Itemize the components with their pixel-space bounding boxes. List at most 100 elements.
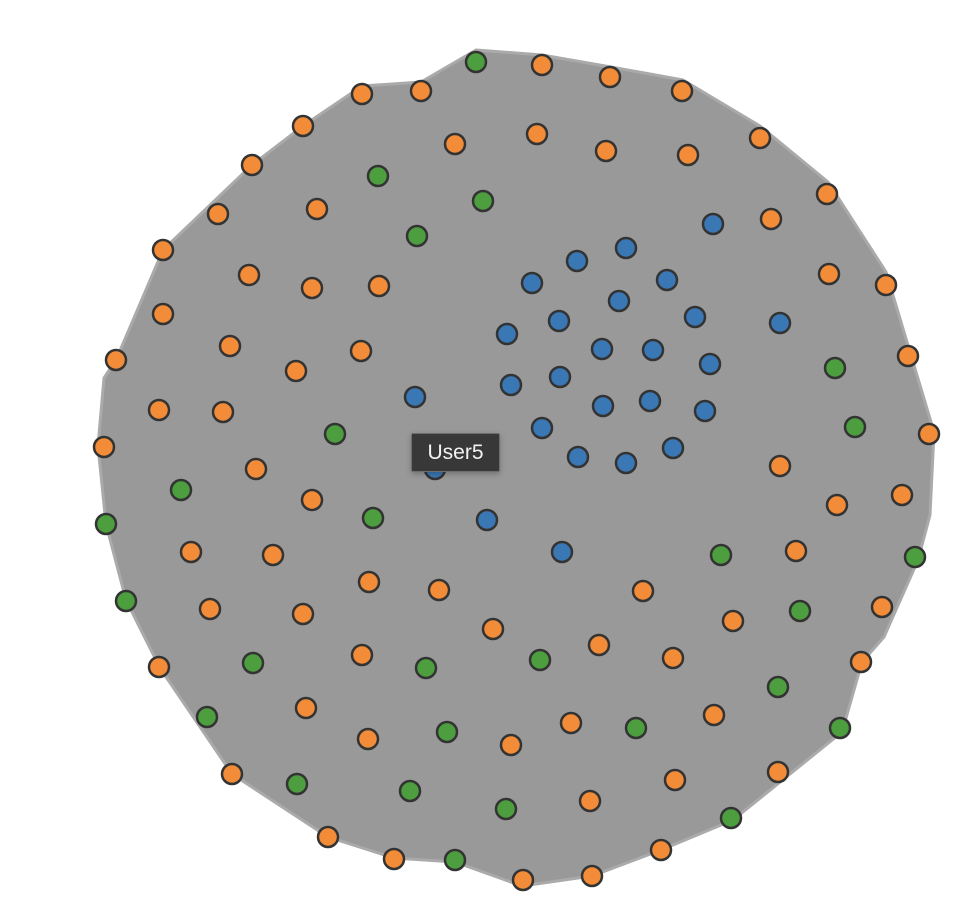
core-node[interactable] <box>475 508 499 532</box>
orange-node[interactable] <box>409 79 433 103</box>
green-node[interactable] <box>114 589 138 613</box>
core-node[interactable] <box>641 338 665 362</box>
orange-node[interactable] <box>261 543 285 567</box>
orange-node[interactable] <box>825 493 849 517</box>
orange-node[interactable] <box>151 238 175 262</box>
green-node[interactable] <box>843 415 867 439</box>
orange-node[interactable] <box>300 276 324 300</box>
orange-node[interactable] <box>748 126 772 150</box>
orange-node[interactable] <box>917 422 941 446</box>
orange-node[interactable] <box>817 262 841 286</box>
orange-node[interactable] <box>721 609 745 633</box>
orange-node[interactable] <box>849 650 873 674</box>
orange-node[interactable] <box>305 197 329 221</box>
orange-node[interactable] <box>291 114 315 138</box>
orange-node[interactable] <box>237 263 261 287</box>
green-node[interactable] <box>766 675 790 699</box>
orange-node[interactable] <box>649 838 673 862</box>
orange-node[interactable] <box>206 202 230 226</box>
orange-node[interactable] <box>896 344 920 368</box>
orange-node[interactable] <box>663 768 687 792</box>
orange-node[interactable] <box>890 483 914 507</box>
orange-node[interactable] <box>766 760 790 784</box>
orange-node[interactable] <box>587 633 611 657</box>
orange-node[interactable] <box>530 53 554 77</box>
green-node[interactable] <box>366 164 390 188</box>
orange-node[interactable] <box>147 398 171 422</box>
orange-node[interactable] <box>580 864 604 888</box>
core-node[interactable] <box>614 236 638 260</box>
orange-node[interactable] <box>291 602 315 626</box>
orange-node[interactable] <box>815 182 839 206</box>
green-node[interactable] <box>435 720 459 744</box>
green-node[interactable] <box>443 848 467 872</box>
core-node[interactable] <box>591 394 615 418</box>
green-node[interactable] <box>471 189 495 213</box>
orange-node[interactable] <box>870 595 894 619</box>
green-node[interactable] <box>709 543 733 567</box>
orange-node[interactable] <box>92 435 116 459</box>
core-node[interactable] <box>566 445 590 469</box>
orange-node[interactable] <box>356 727 380 751</box>
green-node[interactable] <box>414 656 438 680</box>
core-node[interactable] <box>701 212 725 236</box>
green-node[interactable] <box>788 599 812 623</box>
orange-node[interactable] <box>874 273 898 297</box>
core-node[interactable] <box>638 389 662 413</box>
orange-node[interactable] <box>349 339 373 363</box>
green-node[interactable] <box>361 506 385 530</box>
green-node[interactable] <box>624 716 648 740</box>
orange-node[interactable] <box>784 539 808 563</box>
orange-node[interactable] <box>759 207 783 231</box>
orange-node[interactable] <box>499 733 523 757</box>
green-node[interactable] <box>828 716 852 740</box>
orange-node[interactable] <box>670 79 694 103</box>
core-node[interactable] <box>548 365 572 389</box>
core-node[interactable] <box>565 249 589 273</box>
orange-node[interactable] <box>179 540 203 564</box>
orange-node[interactable] <box>151 302 175 326</box>
green-node[interactable] <box>405 224 429 248</box>
green-node[interactable] <box>169 478 193 502</box>
green-node[interactable] <box>528 648 552 672</box>
core-node[interactable] <box>683 305 707 329</box>
green-node[interactable] <box>241 651 265 675</box>
core-node[interactable] <box>607 289 631 313</box>
orange-node[interactable] <box>661 646 685 670</box>
orange-node[interactable] <box>702 703 726 727</box>
green-node[interactable] <box>323 422 347 446</box>
orange-node[interactable] <box>220 762 244 786</box>
orange-node[interactable] <box>559 711 583 735</box>
orange-node[interactable] <box>631 579 655 603</box>
orange-node[interactable] <box>350 643 374 667</box>
orange-node[interactable] <box>443 132 467 156</box>
orange-node[interactable] <box>244 457 268 481</box>
core-node[interactable] <box>768 311 792 335</box>
core-node[interactable] <box>499 373 523 397</box>
core-node[interactable] <box>403 385 427 409</box>
orange-node[interactable] <box>284 359 308 383</box>
orange-node[interactable] <box>594 139 618 163</box>
core-node[interactable] <box>698 352 722 376</box>
green-node[interactable] <box>719 806 743 830</box>
green-node[interactable] <box>94 512 118 536</box>
core-node[interactable] <box>550 540 574 564</box>
core-node[interactable] <box>661 436 685 460</box>
orange-node[interactable] <box>316 825 340 849</box>
orange-node[interactable] <box>578 789 602 813</box>
orange-node[interactable] <box>367 274 391 298</box>
green-node[interactable] <box>494 797 518 821</box>
orange-node[interactable] <box>357 570 381 594</box>
orange-node[interactable] <box>350 82 374 106</box>
orange-node[interactable] <box>382 847 406 871</box>
core-node[interactable] <box>655 268 679 292</box>
green-node[interactable] <box>823 356 847 380</box>
core-node[interactable] <box>495 322 519 346</box>
orange-node[interactable] <box>427 578 451 602</box>
orange-node[interactable] <box>211 400 235 424</box>
orange-node[interactable] <box>218 334 242 358</box>
core-node[interactable] <box>614 451 638 475</box>
green-node[interactable] <box>903 545 927 569</box>
orange-node[interactable] <box>147 655 171 679</box>
orange-node[interactable] <box>240 153 264 177</box>
